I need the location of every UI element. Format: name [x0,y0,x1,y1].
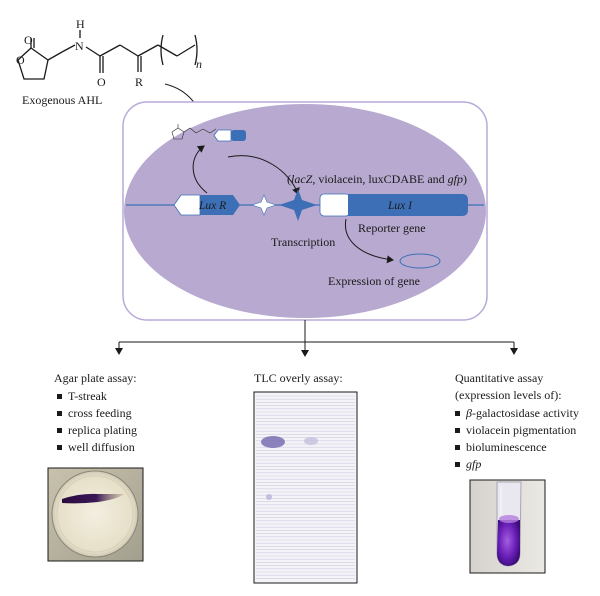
bullet [57,394,62,399]
tlc-plate [253,391,358,584]
luxr-gene [173,194,240,216]
list-item: replica plating [68,423,137,437]
promoter-star-small [251,194,277,216]
bullet [57,411,62,416]
list-item: gfp [466,457,481,471]
tlc-spot-faint [304,437,318,445]
cell-ellipse [124,104,486,318]
branch-connector [115,320,518,357]
promoter-star-large [279,189,317,221]
luxi-label: Lux I [387,200,413,212]
expression-arrow [344,218,394,264]
list-item: bioluminescence [466,440,547,454]
bullet [455,428,460,433]
quant-assay-title: Quantitative assay [455,371,543,385]
violacein-liquid [497,520,520,566]
reporter-genes-list: (lacZ, violacein, luxCDABE and gfp) [287,172,467,186]
list-item: violacein pigmentation [466,423,576,437]
amide-hydrogen: H [76,17,85,31]
agar-assay-list: T-streak cross feeding replica plating w… [57,389,137,454]
luxr-label: Lux R [198,200,226,212]
reporter-gene-label: Reporter gene [358,221,426,235]
quant-assay-subtitle: (expression levels of): [455,388,562,402]
list-item: β-galactosidase activity [465,406,579,420]
lactone-ring-oxygen: O [16,53,25,67]
test-tube-photo [469,479,546,574]
tlc-assay-title: TLC overly assay: [254,371,343,385]
violacein-streak [62,493,124,504]
list-item: well diffusion [68,440,135,454]
bullet [455,462,460,467]
quant-assay-list: β-galactosidase activity violacein pigme… [455,406,579,471]
tlc-spot-small [266,494,272,500]
bullet [455,445,460,450]
lactone-carbonyl-oxygen: O [24,33,33,47]
amide-nitrogen: N [75,39,84,53]
luxi-gene [319,193,468,217]
complex-to-promoter-arrow [227,155,300,195]
subscript-n: n [196,57,202,71]
bullet [455,411,460,416]
protein-ellipse [399,253,441,269]
amide-carbonyl-oxygen: O [97,75,106,89]
luxr-to-complex-arrow [192,145,208,194]
ahl-luxr-complex [171,124,246,142]
chem-caption: Exogenous AHL [22,93,102,107]
ahl-structure [17,30,198,80]
list-item: cross feeding [68,406,132,420]
tlc-spot-strong [261,436,285,448]
transcription-label: Transcription [271,235,335,249]
r-group: R [135,75,143,89]
list-item: T-streak [68,389,107,403]
expression-label: Expression of gene [328,274,420,288]
agar-plate-photo [47,467,144,562]
bullet [57,428,62,433]
agar-assay-title: Agar plate assay: [54,371,137,385]
bullet [57,445,62,450]
